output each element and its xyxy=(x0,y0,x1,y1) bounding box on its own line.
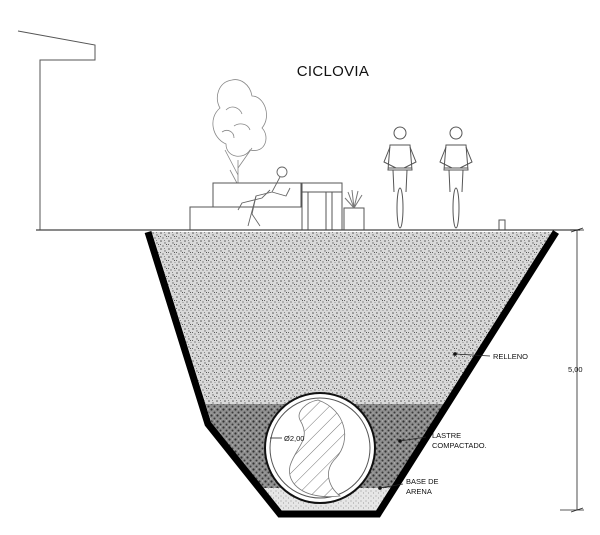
trench-wall xyxy=(144,230,559,518)
depth-dimension xyxy=(560,227,584,513)
diagram-title: CICLOVIA xyxy=(297,63,369,80)
layer-leaders xyxy=(378,352,491,490)
base-label-line2: ARENA xyxy=(406,487,432,496)
bollard-icon xyxy=(498,219,506,231)
lastre-label-line2: COMPACTADO. xyxy=(432,441,487,450)
kiosk-icon xyxy=(301,182,343,231)
bench-icon xyxy=(189,182,303,231)
building-outline-icon xyxy=(17,30,96,230)
depth-label: 5,00 xyxy=(568,365,583,374)
lastre-label-line1: LASTRE xyxy=(432,431,461,440)
cyclist-icon xyxy=(383,126,417,229)
seated-person-icon xyxy=(237,166,291,227)
pipe-diameter-label: Ø2,00 xyxy=(284,434,304,443)
pipe-section xyxy=(264,392,376,504)
planter-icon xyxy=(343,189,365,231)
relleno-label: RELLENO xyxy=(493,352,528,361)
cyclist-icon xyxy=(439,126,473,229)
base-label-line1: BASE DE xyxy=(406,477,439,486)
